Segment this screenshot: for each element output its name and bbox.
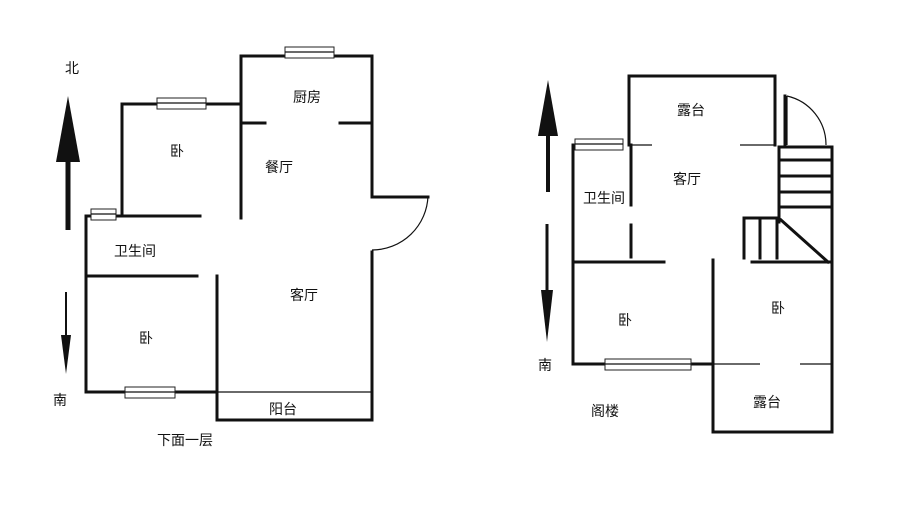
upper-floor-windows <box>574 138 692 371</box>
terrace-bottom-label: 露台 <box>753 395 781 411</box>
lower-floor-walls <box>84 54 430 422</box>
south-label-left: 南 <box>53 393 67 409</box>
north-arrow <box>56 96 80 230</box>
lower-floor-door <box>371 195 429 251</box>
bedroom-left-label: 卧 <box>618 313 632 329</box>
balcony-label: 阳台 <box>269 402 297 418</box>
upper-floor-caption: 阁楼 <box>591 404 619 420</box>
living-room-label: 客厅 <box>290 288 318 304</box>
north-arrow-right <box>538 80 558 192</box>
dining-label: 餐厅 <box>265 160 293 176</box>
north-label: 北 <box>65 61 79 77</box>
terrace-top-label: 露台 <box>677 103 705 119</box>
bedroom-right-label: 卧 <box>771 301 785 317</box>
upper-floor-stairs <box>758 158 834 265</box>
upper-living-room-label: 客厅 <box>673 172 701 188</box>
kitchen-label: 厨房 <box>293 90 321 106</box>
lower-floor-windows <box>90 46 335 399</box>
south-arrow-right <box>541 224 553 342</box>
bedroom-bottom-label: 卧 <box>139 331 153 347</box>
bathroom-label: 卫生间 <box>114 244 156 260</box>
lower-floor-caption: 下面一层 <box>157 433 213 449</box>
upper-floor-door <box>786 95 827 146</box>
bedroom-top-label: 卧 <box>170 144 184 160</box>
upper-bathroom-label: 卫生间 <box>583 191 625 207</box>
south-arrow-left <box>61 292 71 374</box>
upper-floor-walls <box>571 74 834 434</box>
south-label-right: 南 <box>538 358 552 374</box>
